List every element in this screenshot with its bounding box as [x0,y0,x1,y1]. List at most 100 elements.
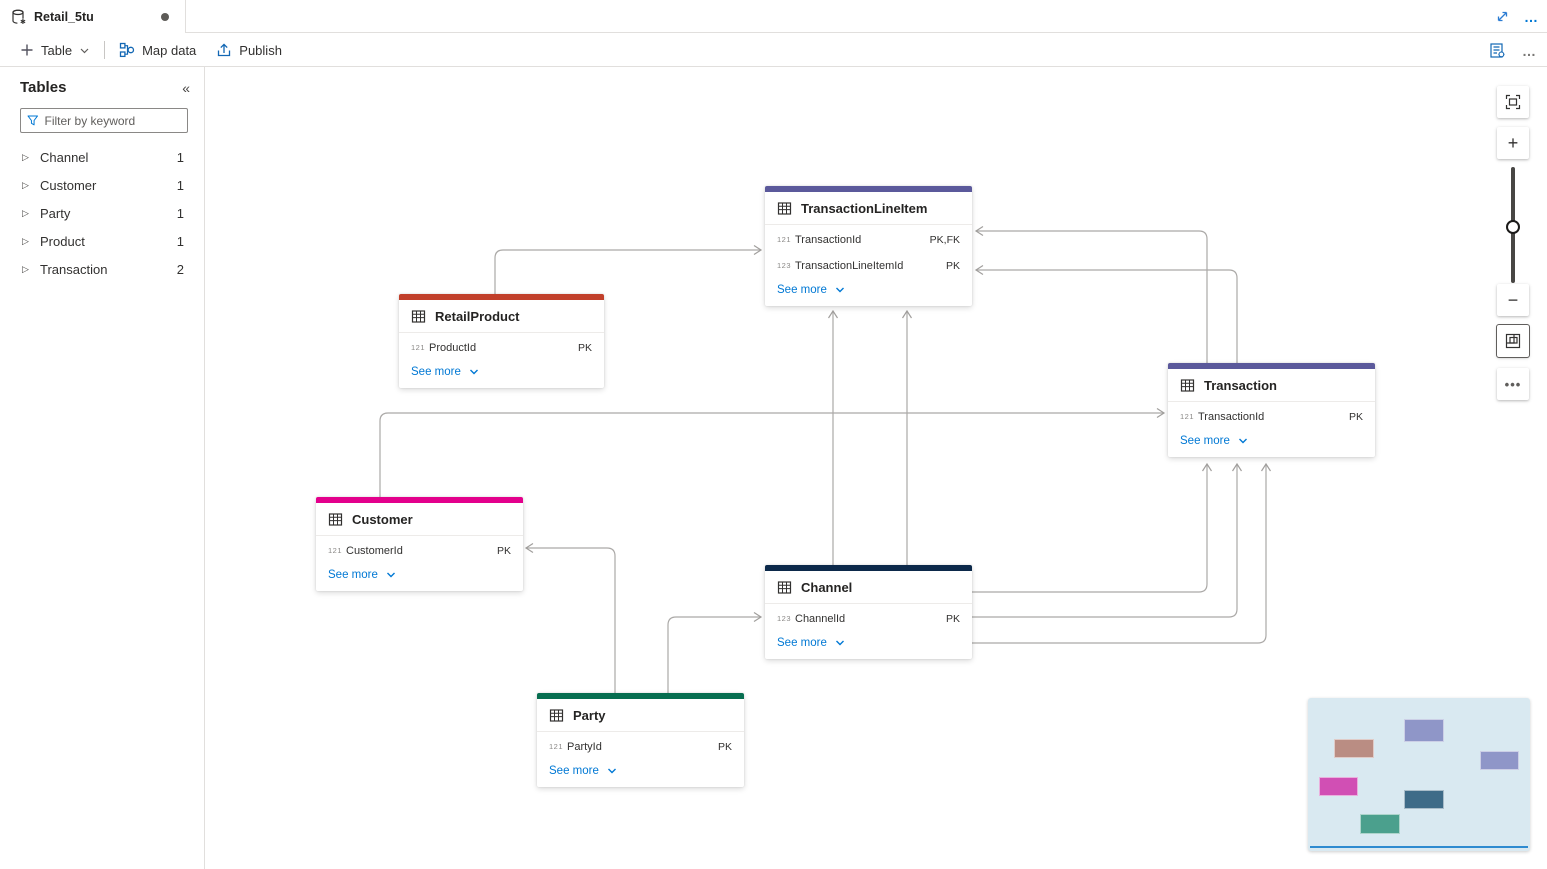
see-more-link[interactable]: See more [765,630,972,659]
table-card-header[interactable]: Transaction [1168,369,1375,401]
view-settings-icon[interactable] [1489,42,1506,59]
sidebar-item-label: Channel [40,149,89,165]
relationship-party-to-customer[interactable] [524,542,616,693]
expander-icon[interactable]: ▷ [22,263,29,274]
tab-more-icon[interactable]: … [1524,8,1539,25]
tab-retail-5tu[interactable]: ✱ Retail_5tu [0,0,186,33]
toolbar-more-icon[interactable]: … [1522,42,1537,59]
table-card-header[interactable]: TransactionLineItem [765,192,972,224]
table-color-bar [316,497,523,503]
chevron-down-icon [80,48,89,53]
expander-icon[interactable]: ▷ [22,207,29,218]
relationship-channel-to-transaction[interactable] [972,462,1213,593]
chevron-down-icon [835,640,844,646]
zoom-in-button[interactable]: + [1497,127,1529,159]
relationship-customer-to-transaction[interactable] [379,407,1166,497]
column-name: ProductId [429,341,477,354]
canvas-more-button[interactable]: ••• [1497,368,1529,400]
table-title: RetailProduct [435,309,520,324]
see-more-link[interactable]: See more [316,562,523,591]
command-bar: Table Map data Publish … [0,34,1547,67]
map-data-button[interactable]: Map data [113,37,202,63]
relationship-transaction-to-transactionlineitem[interactable] [974,264,1238,363]
key-badge: PK [945,259,960,272]
table-color-bar [1168,363,1375,369]
see-more-link[interactable]: See more [537,758,744,787]
see-more-label: See more [328,569,378,581]
table-card-header[interactable]: Party [537,699,744,731]
chevron-down-icon [386,572,395,578]
zoom-slider[interactable] [1497,167,1529,283]
minimap-table-transaction [1480,751,1519,770]
table-card-header[interactable]: Channel [765,571,972,603]
table-grid-icon [777,202,792,215]
minimap-table-party [1360,814,1400,834]
unsaved-dot [161,12,169,21]
minimap[interactable] [1308,698,1530,851]
table-grid-icon [777,581,792,594]
expander-icon[interactable]: ▷ [22,179,29,190]
expander-icon[interactable]: ▷ [22,235,29,246]
fit-to-screen-button[interactable] [1497,86,1529,118]
relationship-retailproduct-to-transactionlineitem[interactable] [494,244,763,294]
svg-text:✱: ✱ [20,18,26,25]
sidebar-item-label: Party [40,205,71,221]
column-name: TransactionId [1198,410,1265,423]
filter-box [20,108,188,133]
relationship-transaction-to-transactionlineitem[interactable] [974,225,1208,363]
sidebar-item-count: 2 [176,261,184,277]
zoom-slider-thumb[interactable] [1506,220,1520,234]
table-grid-icon [1180,379,1195,392]
relationship-channel-to-transaction[interactable] [972,462,1243,618]
collapse-sidebar-icon[interactable]: « [182,79,190,96]
filter-input[interactable] [44,113,181,128]
see-more-link[interactable]: See more [1168,428,1375,457]
table-card-header[interactable]: RetailProduct [399,300,604,332]
column-name: TransactionId [795,233,862,246]
see-more-label: See more [549,765,599,777]
minimap-viewport-line [1310,846,1528,848]
new-table-button[interactable]: Table [14,37,96,63]
table-color-bar [765,565,972,571]
see-more-link[interactable]: See more [765,277,972,306]
key-badge: PK [577,341,592,354]
table-card-header[interactable]: Customer [316,503,523,535]
publish-label: Publish [239,42,282,58]
see-more-link[interactable]: See more [399,359,604,388]
relationship-channel-to-transaction[interactable] [972,462,1272,644]
toggle-minimap-button[interactable] [1496,324,1530,358]
minimap-table-transactionlineitem [1404,719,1444,742]
tab-title: Retail_5tu [34,9,94,24]
see-more-label: See more [411,366,461,378]
minimap-table-customer [1319,777,1358,796]
tables-sidebar: Tables « ▷Channel1▷Customer1▷Party1▷Prod… [0,67,205,869]
publish-button[interactable]: Publish [210,37,288,63]
expand-icon[interactable] [1495,9,1510,24]
expander-icon[interactable]: ▷ [22,151,29,162]
zoom-out-button[interactable]: − [1497,284,1529,316]
column-name: ChannelId [795,612,846,625]
table-color-bar [537,693,744,699]
relationship-party-to-channel[interactable] [667,611,763,693]
sidebar-item-count: 1 [176,233,184,249]
data-type-icon: 123 [777,261,792,270]
